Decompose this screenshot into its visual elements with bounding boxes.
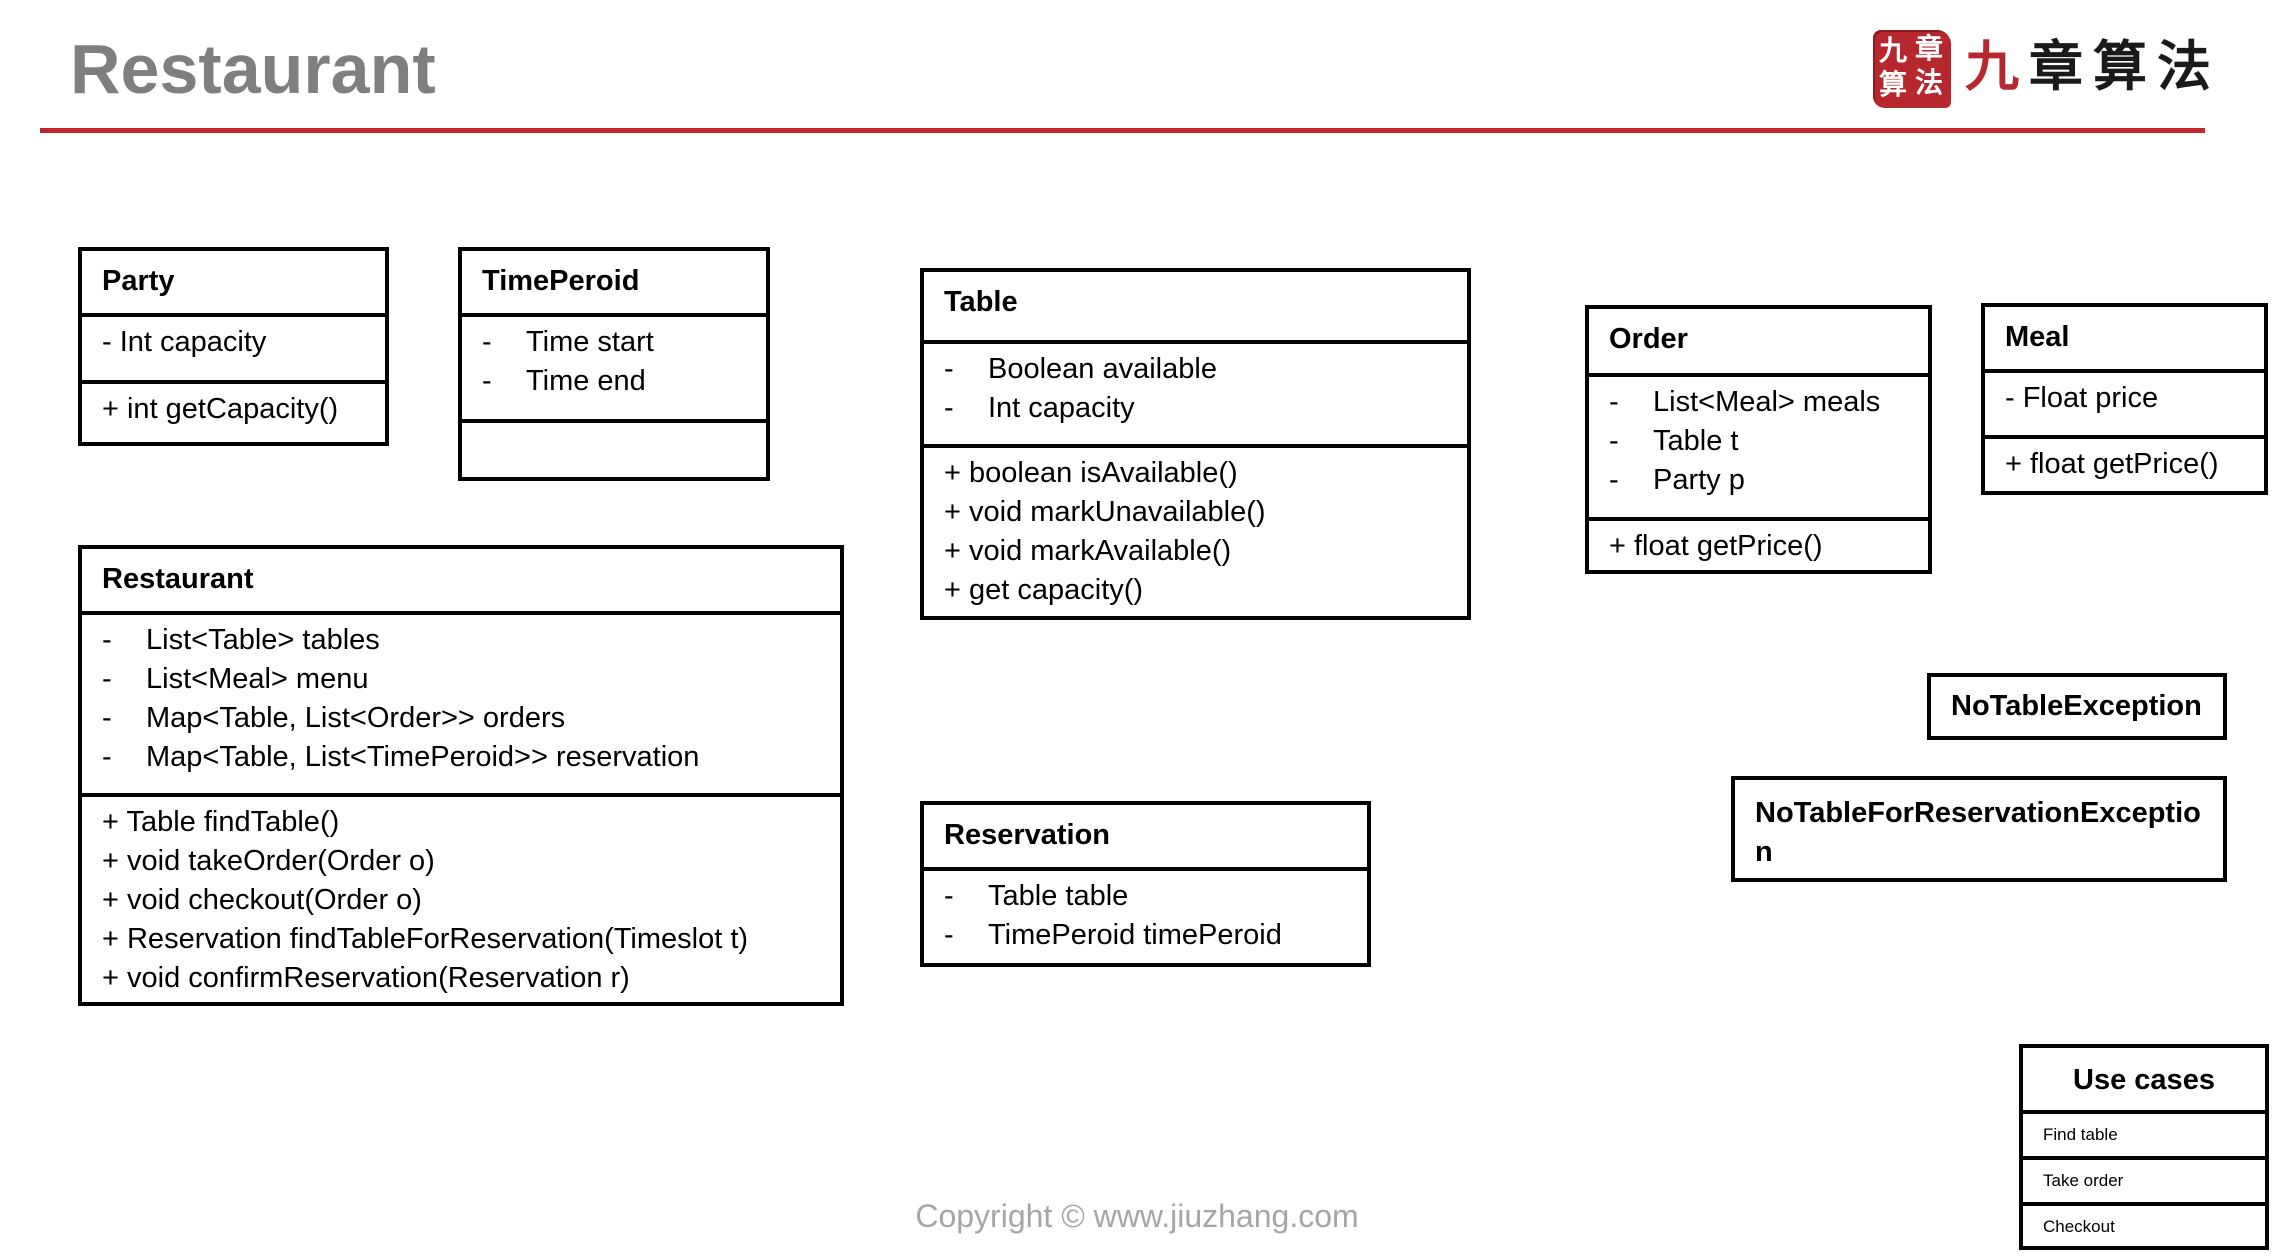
method: + float getPrice() — [2005, 448, 2219, 480]
attributes-section: -List<Table> tables -List<Meal> menu -Ma… — [82, 615, 840, 793]
methods-section: + int getCapacity() — [82, 380, 385, 442]
method: + Table findTable() — [102, 806, 340, 838]
method: + void markAvailable() — [944, 535, 1232, 567]
methods-section: + float getPrice() — [1589, 517, 1928, 570]
attributes-section: - Float price — [1985, 373, 2264, 435]
method: + boolean isAvailable() — [944, 457, 1238, 489]
class-order: Order -List<Meal> meals -Table t -Party … — [1585, 305, 1932, 574]
attributes-section: -Table table -TimePeroid timePeroid — [924, 871, 1367, 963]
use-cases-table: Use cases Find table Take order Checkout — [2019, 1044, 2269, 1250]
methods-section — [462, 419, 766, 477]
attributes-section: -List<Meal> meals -Table t -Party p — [1589, 377, 1928, 517]
seal-char: 法 — [1915, 66, 1944, 99]
attribute: -Table t — [1609, 425, 1739, 457]
methods-section: + float getPrice() — [1985, 435, 2264, 491]
use-case-item: Take order — [2023, 1160, 2265, 1206]
jiuzhang-logo: 章 法 九 算 九章算法 — [1873, 24, 2211, 110]
method: + float getPrice() — [1609, 530, 1823, 562]
seal-char: 章 — [1915, 32, 1944, 65]
class-name: NoTableForReservationExceptio n — [1755, 797, 2201, 868]
class-name: Meal — [1985, 307, 2264, 373]
class-name: Reservation — [924, 805, 1367, 871]
seal-char: 算 — [1879, 68, 1908, 101]
class-name: NoTableException — [1951, 690, 2202, 722]
method: + void markUnavailable() — [944, 496, 1266, 528]
class-name: Restaurant — [82, 549, 840, 615]
use-cases-title: Use cases — [2023, 1048, 2265, 1114]
method: + void takeOrder(Order o) — [102, 845, 435, 877]
attribute: -Int capacity — [944, 392, 1135, 424]
class-party: Party - Int capacity + int getCapacity() — [78, 247, 389, 446]
attributes-section: -Boolean available -Int capacity — [924, 344, 1467, 444]
seal-char: 九 — [1879, 34, 1908, 67]
attribute: -List<Meal> meals — [1609, 386, 1881, 418]
method: + Reservation findTableForReservation(Ti… — [102, 923, 749, 955]
attributes-section: -Time start -Time end — [462, 317, 766, 419]
exception-no-table-for-reservation: NoTableForReservationExceptio n — [1731, 776, 2227, 882]
title-underline — [40, 128, 2205, 133]
attribute: -List<Meal> menu — [102, 663, 369, 695]
slide-title: Restaurant — [70, 30, 436, 108]
logo-seal-icon: 章 法 九 算 — [1873, 30, 1951, 108]
method: + int getCapacity() — [102, 393, 339, 425]
attribute: -Time end — [482, 365, 646, 397]
attribute: -Time start — [482, 326, 654, 358]
attributes-section: - Int capacity — [82, 317, 385, 380]
attribute: -Map<Table, List<Order>> orders — [102, 702, 566, 734]
use-case-item: Checkout — [2043, 1217, 2115, 1236]
class-reservation: Reservation -Table table -TimePeroid tim… — [920, 801, 1371, 967]
attribute: -Table table — [944, 880, 1129, 912]
method: + get capacity() — [944, 574, 1144, 606]
attribute: -List<Table> tables — [102, 624, 380, 656]
method: + void checkout(Order o) — [102, 884, 422, 916]
class-name: Order — [1589, 309, 1928, 377]
logo-text: 九章算法 — [1965, 34, 2221, 98]
attribute: -Party p — [1609, 464, 1745, 496]
attribute: - Float price — [2005, 382, 2159, 414]
methods-section: + boolean isAvailable() + void markUnava… — [924, 444, 1467, 616]
class-meal: Meal - Float price + float getPrice() — [1981, 303, 2268, 495]
class-name: Table — [924, 272, 1467, 344]
attribute: -Map<Table, List<TimePeroid>> reservatio… — [102, 741, 700, 773]
class-table: Table -Boolean available -Int capacity +… — [920, 268, 1471, 620]
methods-section: + Table findTable() + void takeOrder(Ord… — [82, 793, 840, 1002]
method: + void confirmReservation(Reservation r) — [102, 962, 630, 994]
exception-no-table: NoTableException — [1927, 673, 2227, 740]
attribute: -TimePeroid timePeroid — [944, 919, 1282, 951]
class-name: TimePeroid — [462, 251, 766, 317]
class-timeperoid: TimePeroid -Time start -Time end — [458, 247, 770, 481]
attribute: -Boolean available — [944, 353, 1217, 385]
class-name: Party — [82, 251, 385, 317]
use-case-item: Find table — [2023, 1114, 2265, 1160]
attribute: - Int capacity — [102, 326, 267, 358]
copyright-text: Copyright © www.jiuzhang.com — [915, 1198, 1359, 1234]
class-restaurant: Restaurant -List<Table> tables -List<Mea… — [78, 545, 844, 1006]
